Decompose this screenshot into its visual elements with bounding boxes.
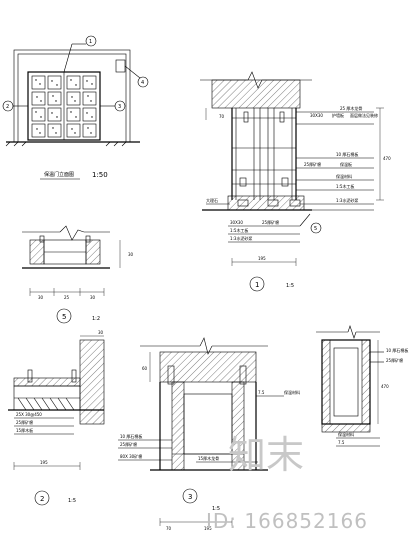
detail3-note-1: 25厚矿棉: [120, 441, 137, 447]
detail3-dim-60: 60: [142, 366, 148, 371]
detail1-note-2: 护墙板: [332, 112, 344, 118]
detail4-dim-75: 7.5: [338, 440, 345, 445]
detail3-note-3: 15厚木龙骨: [198, 455, 219, 461]
door-panel-grid: [31, 75, 97, 138]
detail1-note-14: 1:3水泥砂浆: [230, 235, 252, 241]
detail2-marker: 2: [40, 495, 44, 503]
detail1-sub-callout: 5: [314, 226, 317, 232]
detail3-marker: 3: [188, 493, 192, 501]
detail3-dim-75: 7.5: [258, 390, 265, 395]
detail4-note-0: 10 厚石棉板: [386, 347, 408, 353]
elevation-callout-3: 3: [118, 104, 121, 110]
detail1-note-9: 1:3水泥砂浆: [336, 197, 358, 203]
detail1-note-12: 25厚矿棉: [262, 219, 279, 225]
detail5-dim-side: 30: [128, 252, 134, 257]
elevation-callout-1: 1: [89, 39, 92, 45]
detail-5-section: 30 30 25 30 5 1:2: [22, 225, 134, 324]
detail5-dim-0: 30: [38, 295, 44, 300]
detail5-dim-2: 30: [90, 295, 96, 300]
detail-4-section: 10 厚石棉板 25厚矿棉 470 保温材料 7.5: [316, 325, 408, 447]
detail1-dim-470: 470: [383, 156, 391, 161]
detail1-note-3: 面层做法见装修: [350, 112, 378, 118]
elevation-scale: 1:50: [92, 171, 108, 179]
elevation-callout-4: 4: [141, 80, 144, 86]
detail4-note-2: 保温材料: [338, 431, 354, 437]
detail1-note-13: 1:5木工板: [230, 227, 248, 233]
detail5-scale: 1:2: [92, 316, 100, 322]
detail-3-section: 60 7.5 保温材料 10 厚石棉板 25厚矿棉 80X 30矿棉 15厚木龙…: [118, 337, 300, 531]
door-elevation: 1 4 2 3 保温门立面图 1:50: [2, 35, 149, 180]
detail1-dim-70: 70: [219, 114, 225, 119]
detail3-note-0: 10 厚石棉板: [120, 433, 142, 439]
detail3-dim-70: 70: [166, 526, 172, 531]
detail3-note-4: 保温材料: [284, 389, 300, 395]
detail3-dim-195: 195: [204, 526, 212, 531]
detail5-marker: 5: [62, 313, 66, 321]
detail3-note-2: 80X 30矿棉: [120, 453, 142, 459]
detail2-note-1: 25厚矿棉: [16, 419, 33, 425]
detail2-note-2: 15厚木板: [16, 427, 33, 433]
detail1-note-0: 25 厚木龙骨: [340, 105, 362, 111]
detail1-note-10: 大理石: [206, 197, 218, 203]
elevation-callout-2: 2: [6, 104, 9, 110]
detail1-note-5: 25厚矿棉: [304, 161, 321, 167]
detail1-scale: 1:5: [286, 283, 294, 289]
detail-2-section: 30 25X 30@450 25厚矿棉 15厚木板 195 2 1:5: [8, 330, 105, 506]
detail2-note-0: 25X 30@450: [16, 412, 42, 417]
detail4-dim-470: 470: [381, 384, 389, 389]
watermark: 知末 ID: 166852166: [206, 433, 368, 533]
detail-1-section: 70 470 25 厚木龙骨 30X30 护墙板 面层做法见装修 10 厚石棉板…: [200, 71, 391, 292]
detail1-note-6: 保温板: [340, 161, 352, 167]
detail1-note-4: 10 厚石棉板: [336, 151, 358, 157]
watermark-brand: 知末: [228, 433, 304, 477]
elevation-title: 保温门立面图: [44, 171, 74, 178]
detail2-scale: 1:5: [68, 498, 76, 504]
detail3-scale: 1:5: [212, 506, 220, 512]
detail5-dim-1: 25: [64, 295, 70, 300]
detail4-note-1: 25厚矿棉: [386, 357, 403, 363]
detail1-marker: 1: [255, 281, 259, 289]
watermark-id: ID: 166852166: [206, 509, 368, 533]
detail1-note-8: 1:5木工板: [336, 183, 354, 189]
detail1-dim-195: 195: [258, 256, 266, 261]
detail1-note-7: 保温材料: [336, 173, 352, 179]
detail2-dim-195: 195: [40, 460, 48, 465]
detail1-note-11: 30X30: [230, 220, 243, 225]
detail1-note-1: 30X30: [310, 113, 323, 118]
detail2-dim-30: 30: [98, 330, 104, 335]
